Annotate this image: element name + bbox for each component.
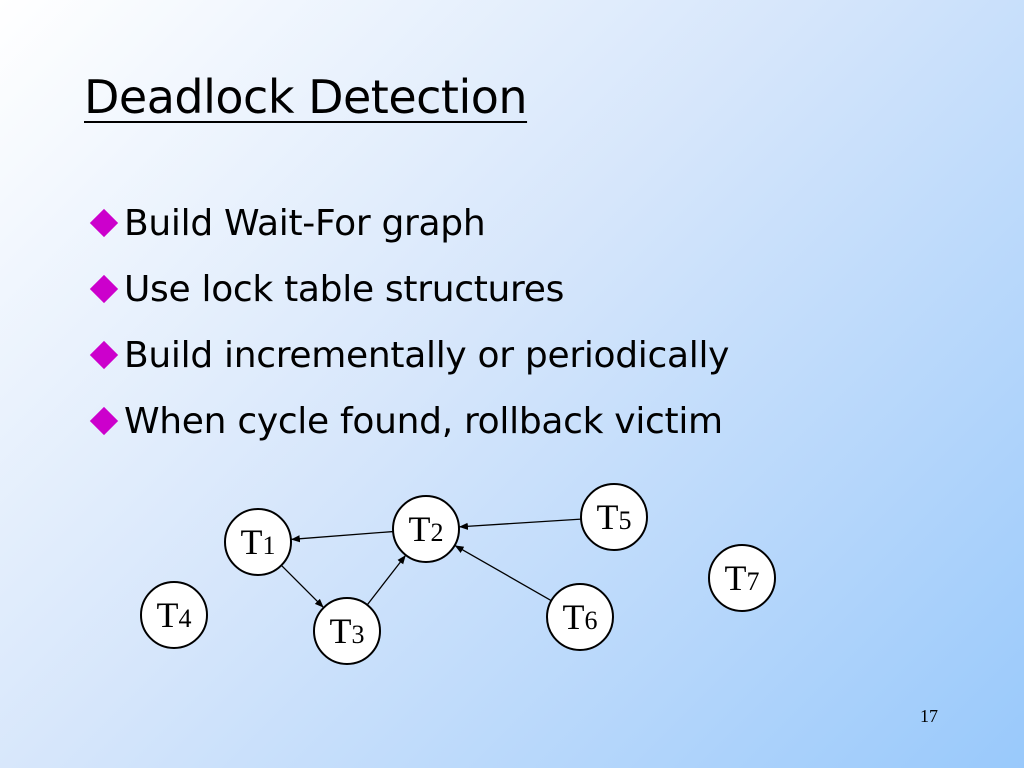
node-circle: [224, 508, 292, 576]
bullet-list: Build Wait-For graph Use lock table stru…: [86, 190, 729, 454]
node-t5: T5: [580, 483, 648, 551]
bullet-text: Build Wait-For graph: [124, 202, 486, 244]
node-circle: [708, 544, 776, 612]
edge-t3-to-t2: [366, 554, 407, 606]
bullet-item: Build Wait-For graph: [86, 190, 729, 256]
node-circle: [580, 483, 648, 551]
node-label: T3: [330, 611, 365, 651]
edge-t2-to-t1: [290, 530, 394, 543]
node-label: T1: [241, 522, 276, 562]
graph-edges: [280, 518, 582, 609]
node-label: T7: [725, 558, 760, 598]
node-circle: [546, 583, 614, 651]
node-t1: T1: [224, 508, 292, 576]
node-t7: T7: [708, 544, 776, 612]
bullet-text: Use lock table structures: [124, 268, 565, 310]
bullet-text: Build incrementally or periodically: [124, 334, 730, 376]
node-t2: T2: [392, 495, 460, 563]
node-circle: [313, 597, 381, 665]
node-t4: T4: [140, 581, 208, 649]
node-label: T4: [157, 595, 192, 635]
node-t6: T6: [546, 583, 614, 651]
edge-t5-to-t2: [458, 518, 582, 530]
bullet-item: Use lock table structures: [86, 256, 729, 322]
page-number: 17: [920, 706, 938, 726]
edge-t6-to-t2: [454, 544, 552, 602]
node-label: T6: [563, 597, 598, 637]
bullet-text: When cycle found, rollback victim: [124, 400, 723, 442]
node-circle: [140, 581, 208, 649]
node-label: T5: [597, 497, 632, 537]
node-circle: [392, 495, 460, 563]
bullet-item: When cycle found, rollback victim: [86, 388, 729, 454]
edge-t1-to-t3: [280, 564, 325, 609]
bullet-item: Build incrementally or periodically: [86, 322, 729, 388]
node-t3: T3: [313, 597, 381, 665]
slide-title: Deadlock Detection: [84, 70, 528, 124]
node-label: T2: [409, 509, 444, 549]
